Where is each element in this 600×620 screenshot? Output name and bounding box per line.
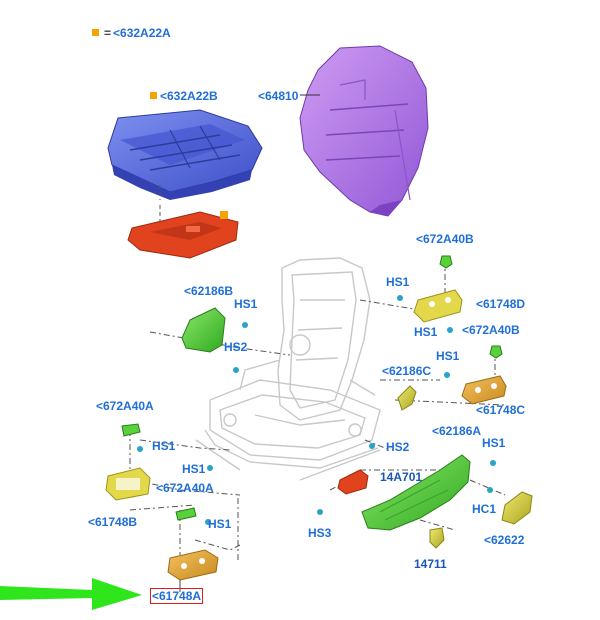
marker-square (220, 211, 228, 219)
clip-672A40B-right (489, 345, 503, 359)
seat-cushion-pad (107, 109, 263, 200)
clip-672A40B-top (439, 255, 453, 269)
callout-632A22B[interactable]: <632A22B (150, 89, 218, 103)
clip-672A40A-lower (175, 507, 197, 521)
callout-hs2-left[interactable]: HS2 (224, 340, 248, 354)
callout-14711[interactable]: 14711 (414, 557, 447, 571)
legend-equals: = (104, 26, 112, 40)
side-shield-62186A (361, 454, 471, 531)
callout-61748D[interactable]: <61748D (476, 297, 526, 311)
callout-hs1-top-right[interactable]: HS1 (386, 275, 410, 289)
part-14711 (429, 527, 445, 549)
legend: =<632A22A (92, 26, 171, 40)
callout-61748C[interactable]: <61748C (476, 403, 526, 417)
clip-672A40A-left (121, 423, 141, 437)
legend-part: <632A22A (113, 26, 171, 40)
callout-hc1[interactable]: HC1 (472, 502, 497, 516)
callout-hs1-61748C[interactable]: HS1 (436, 349, 460, 363)
callout-hs1-62186A[interactable]: HS1 (482, 436, 506, 450)
legend-marker-icon (92, 29, 99, 36)
cover-62186C (397, 385, 417, 411)
fastener-icons (137, 295, 496, 525)
callout-672A40B-top[interactable]: <672A40B (416, 232, 474, 246)
bracket-61748A (167, 549, 219, 581)
highlight-box: <61748A (150, 588, 204, 604)
seat-frame (195, 257, 381, 481)
marker-square-icon (150, 92, 157, 99)
side-cover-62186B (181, 307, 226, 353)
callout-hs1-62186B[interactable]: HS1 (234, 297, 258, 311)
bracket-61748C (461, 375, 507, 405)
callout-62186C[interactable]: <62186C (382, 364, 432, 378)
pointer-arrow-icon (0, 578, 142, 610)
callout-hs1-left[interactable]: HS1 (152, 439, 176, 453)
part-14A701 (337, 469, 369, 495)
backrest-pad (299, 45, 429, 217)
callout-hs3[interactable]: HS3 (308, 526, 332, 540)
callout-62186A[interactable]: <62186A (432, 424, 482, 438)
callout-672A40A-lower[interactable]: <672A40A (156, 481, 214, 495)
callout-61748A[interactable]: <61748A (150, 588, 204, 604)
callout-hs1-lower[interactable]: HS1 (208, 517, 232, 531)
callout-14A701[interactable]: 14A701 (380, 470, 423, 484)
callout-hs1-center[interactable]: HS1 (182, 462, 206, 476)
callout-62186B[interactable]: <62186B (184, 284, 234, 298)
bracket-61748B (105, 467, 151, 501)
callout-61748B[interactable]: <61748B (88, 515, 138, 529)
callout-62622[interactable]: <62622 (484, 533, 525, 547)
callout-672A40A-left[interactable]: <672A40A (96, 399, 154, 413)
callout-672A40B-right[interactable]: <672A40B (462, 323, 520, 337)
part-62622 (501, 491, 533, 525)
cushion-pan (127, 205, 239, 259)
callout-hs1-d-lower[interactable]: HS1 (414, 325, 438, 339)
bracket-61748D (413, 289, 463, 323)
callout-hs2-right[interactable]: HS2 (386, 440, 410, 454)
callout-64810[interactable]: <64810 (258, 89, 299, 103)
